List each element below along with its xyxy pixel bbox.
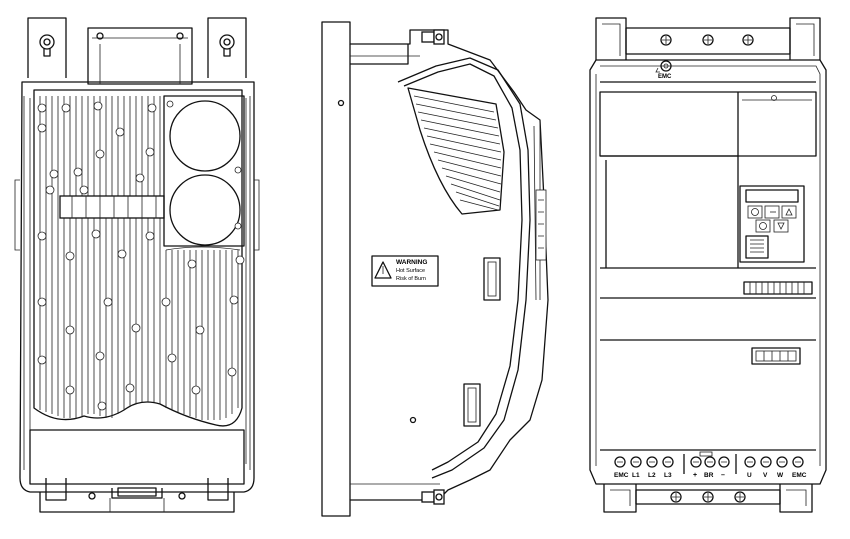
heatsink-screw-holes xyxy=(37,100,245,411)
keypad-up-icon xyxy=(785,208,793,216)
terminal-label-minus: – xyxy=(721,472,725,479)
heatsink-fins xyxy=(39,96,241,420)
control-terminal-strip xyxy=(743,281,813,295)
terminal-label-l3: L3 xyxy=(664,472,672,479)
side-handle-lower xyxy=(463,383,481,427)
terminal-label-plus: + xyxy=(693,472,697,479)
fan-housing xyxy=(163,95,245,247)
top-emc-terminal: EMC xyxy=(655,60,672,80)
terminal-label-l1: L1 xyxy=(632,472,640,479)
fan-upper xyxy=(169,100,241,172)
top-right-mount-tab xyxy=(207,17,247,78)
vent-grille xyxy=(407,87,505,215)
keyhole-slot-right xyxy=(219,34,235,57)
keypad-run-icon xyxy=(751,208,759,216)
bottom-bolt xyxy=(421,489,445,505)
side-view: WARNING Hot Surface Risk of Burn xyxy=(321,21,549,517)
warning-title: WARNING xyxy=(396,259,427,266)
terminal-label-emc-left: EMC xyxy=(614,472,629,479)
front-cover-curve xyxy=(397,57,531,479)
top-left-mount-tab xyxy=(27,17,67,78)
warning-line1: Hot Surface xyxy=(396,268,425,274)
keypad-stop-icon xyxy=(759,222,767,230)
keypad-down-icon xyxy=(777,222,785,230)
top-emc-label: EMC xyxy=(658,74,672,80)
top-screws xyxy=(660,34,754,46)
top-bracket xyxy=(87,27,193,85)
warning-line2: Risk of Burn xyxy=(396,276,426,282)
terminal-label-l2: L2 xyxy=(648,472,656,479)
top-bolt xyxy=(421,29,445,45)
front-handle-slot xyxy=(751,347,801,365)
warning-label: WARNING Hot Surface Risk of Burn xyxy=(371,255,439,287)
fan-lower xyxy=(169,174,241,246)
back-view xyxy=(14,17,260,513)
side-body-outline xyxy=(321,21,549,517)
terminal-label-br: BR xyxy=(704,472,714,479)
terminal-label-emc-right: EMC xyxy=(792,472,807,479)
power-terminals: EMC L1 L2 L3 + BR – U V W EMC xyxy=(614,451,807,479)
terminal-label-v: V xyxy=(763,472,768,479)
keyhole-slot-left xyxy=(39,34,55,57)
front-body-outline xyxy=(589,59,827,485)
back-body-outline xyxy=(19,81,255,493)
terminal-label-w: W xyxy=(777,472,784,479)
terminal-label-u: U xyxy=(747,472,752,479)
side-handle-upper xyxy=(483,257,501,301)
keypad xyxy=(739,185,805,263)
front-view: EMC xyxy=(589,17,827,513)
